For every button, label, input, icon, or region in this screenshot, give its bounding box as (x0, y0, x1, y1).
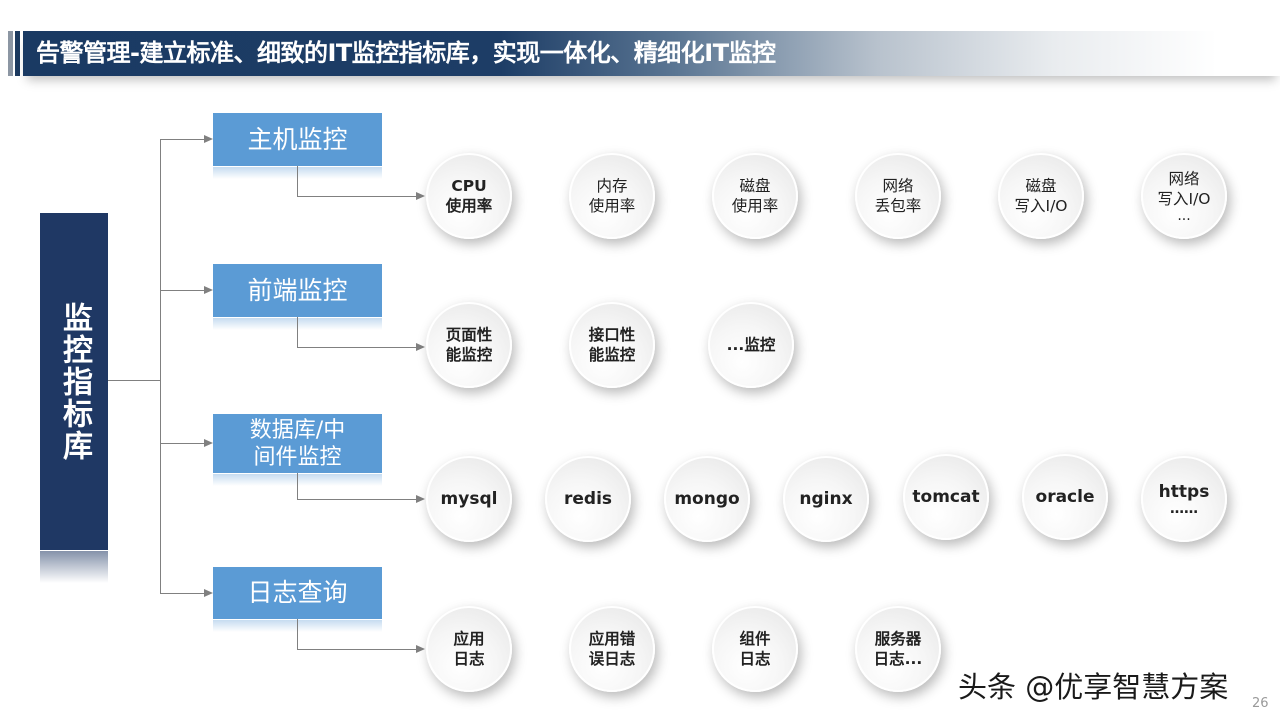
connector-to-host (160, 139, 205, 140)
root-node-label: 监控指标库 (57, 301, 92, 462)
metric-label: 应用 (453, 630, 485, 648)
connector-to-frontend (160, 290, 205, 291)
arrow-icon (416, 343, 425, 351)
metric-label: 使用率 (731, 197, 779, 215)
metric-label: …… (1170, 501, 1198, 517)
metric-memory-usage: 内存 使用率 (569, 153, 655, 239)
category-database-middleware-monitoring: 数据库/中 间件监控 (213, 414, 382, 473)
arrow-icon (416, 192, 425, 200)
metric-disk-write-io: 磁盘 写入I/O (998, 153, 1084, 239)
metric-redis: redis (545, 456, 631, 542)
connector (297, 317, 298, 348)
category-label: 主机监控 (247, 124, 348, 154)
metric-label: 日志... (873, 650, 923, 668)
metric-label: https (1158, 482, 1210, 502)
connector (297, 473, 298, 499)
title-bar (23, 31, 1280, 76)
metric-label: nginx (799, 489, 853, 509)
metric-label: ...监控 (726, 336, 776, 354)
category-label: 前端监控 (247, 275, 348, 305)
connector (297, 649, 417, 650)
metric-disk-usage: 磁盘 使用率 (712, 153, 798, 239)
metric-label: 能监控 (588, 346, 636, 364)
metric-label: 日志 (739, 650, 771, 668)
metric-label: 内存 (596, 177, 628, 195)
category-frontend-monitoring: 前端监控 (213, 264, 382, 317)
metric-label: 丢包率 (874, 197, 922, 215)
metric-component-log: 组件 日志 (712, 606, 798, 692)
metric-https: https …… (1141, 456, 1227, 542)
metric-label: mongo (674, 489, 740, 509)
arrow-icon (204, 589, 213, 597)
arrow-icon (204, 135, 213, 143)
category-label-line: 数据库/中 (249, 417, 346, 443)
metric-label: redis (563, 489, 613, 509)
metric-label: 能监控 (445, 346, 493, 364)
metric-cpu-usage: CPU 使用率 (426, 153, 512, 239)
metric-label: 使用率 (445, 197, 493, 215)
metric-label: 网络 (1168, 170, 1200, 188)
category-label: 日志查询 (247, 578, 348, 607)
connector-vertical-trunk (160, 139, 161, 594)
metric-nginx: nginx (783, 456, 869, 542)
connector (297, 196, 417, 197)
metric-mysql: mysql (426, 456, 512, 542)
metric-label: 应用错 (588, 630, 636, 648)
category-log-query: 日志查询 (213, 567, 382, 619)
connector (297, 166, 298, 197)
page-title: 告警管理-建立标准、细致的IT监控指标库，实现一体化、精细化IT监控 (36, 39, 776, 67)
metric-label: tomcat (912, 487, 980, 507)
metric-label: CPU (451, 177, 487, 195)
metric-label: 日志 (453, 650, 485, 668)
category-host-monitoring: 主机监控 (213, 113, 382, 166)
metric-label: 写入I/O (1157, 190, 1211, 208)
arrow-icon (416, 645, 425, 653)
metric-application-log: 应用 日志 (426, 606, 512, 692)
metric-api-performance: 接口性 能监控 (569, 302, 655, 388)
metric-label: 磁盘 (739, 177, 771, 195)
arrow-icon (204, 439, 213, 447)
metric-label: 磁盘 (1025, 177, 1057, 195)
connector-to-logs (160, 593, 205, 594)
metric-label: 使用率 (588, 197, 636, 215)
arrow-icon (416, 495, 425, 503)
title-accent-bar (8, 31, 13, 76)
metric-page-performance: 页面性 能监控 (426, 302, 512, 388)
connector (297, 347, 417, 348)
metric-label: oracle (1035, 487, 1095, 507)
title-accent-bar (15, 31, 20, 76)
metric-mongo: mongo (664, 456, 750, 542)
metric-label: mysql (440, 489, 498, 509)
metric-tomcat: tomcat (903, 454, 989, 540)
root-node-monitoring-library: 监控指标库 (40, 213, 108, 550)
watermark: 头条 @优享智慧方案 (958, 670, 1229, 704)
metric-server-log: 服务器 日志... (855, 606, 941, 692)
metric-oracle: oracle (1022, 454, 1108, 540)
metric-label: 服务器 (874, 630, 922, 648)
connector (297, 619, 298, 650)
metric-application-error-log: 应用错 误日志 (569, 606, 655, 692)
metric-network-packet-loss: 网络 丢包率 (855, 153, 941, 239)
metric-label: 误日志 (588, 650, 636, 668)
connector-root-trunk (108, 380, 161, 381)
metric-label: 网络 (882, 177, 914, 195)
page-number: 26 (1252, 696, 1269, 711)
metric-label: 接口性 (588, 326, 636, 344)
connector-to-database (160, 443, 205, 444)
metric-label: ... (1177, 208, 1191, 224)
connector (297, 499, 417, 500)
category-label-line: 间件监控 (253, 444, 342, 470)
root-node-reflection (40, 551, 108, 583)
metric-network-write-io: 网络 写入I/O ... (1141, 153, 1227, 239)
arrow-icon (204, 286, 213, 294)
metric-other-monitoring: ...监控 (708, 302, 794, 388)
metric-label: 写入I/O (1014, 197, 1068, 215)
metric-label: 组件 (739, 630, 771, 648)
metric-label: 页面性 (445, 326, 493, 344)
